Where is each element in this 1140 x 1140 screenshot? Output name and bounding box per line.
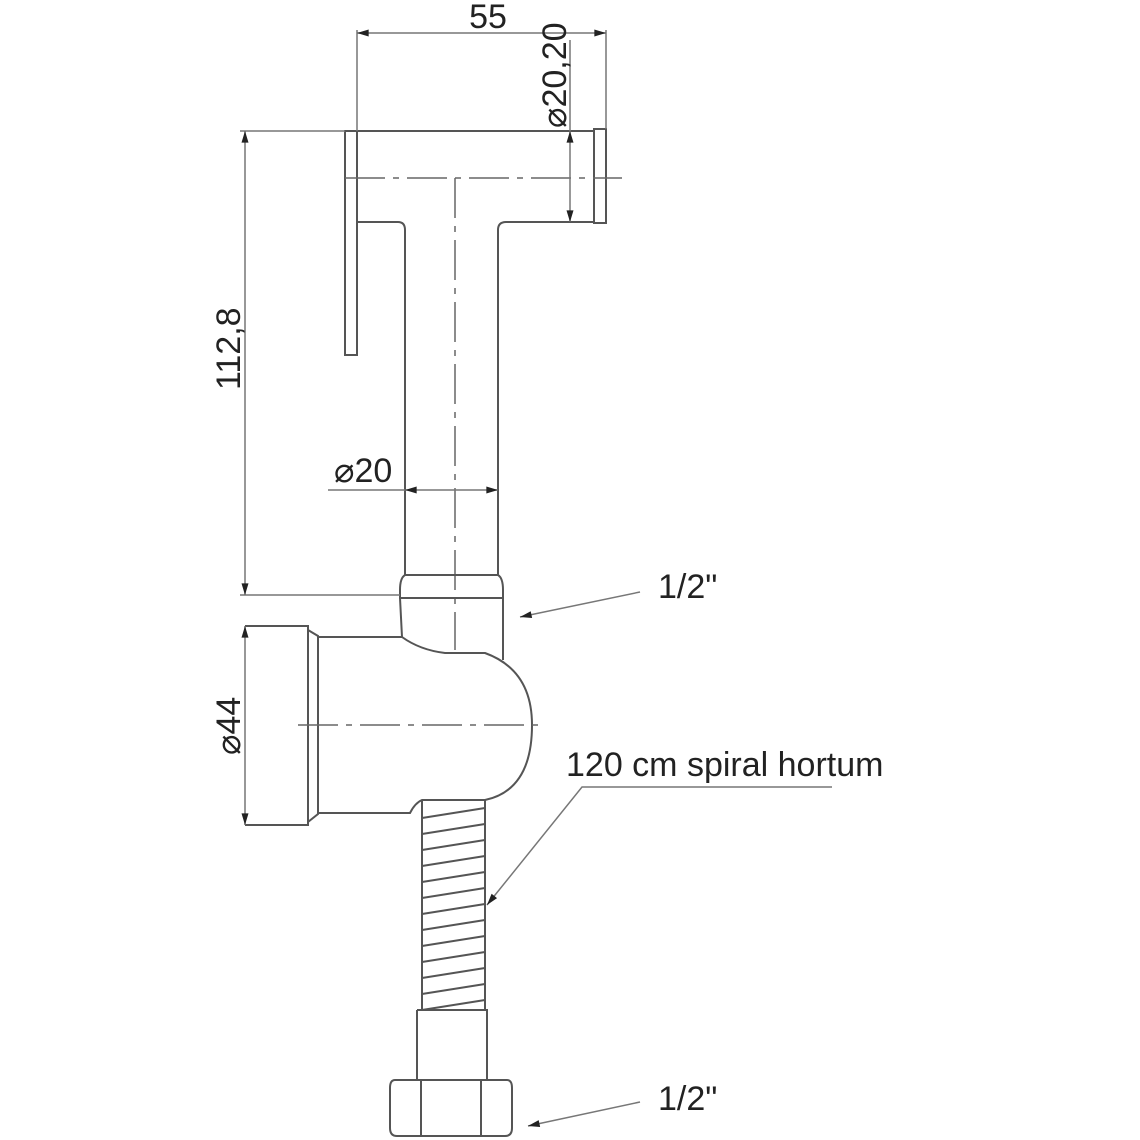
hose-winding	[421, 983, 486, 995]
tube-diameter-label: ⌀20	[334, 452, 392, 490]
hose-winding	[421, 919, 486, 931]
callout-thread-bottom: 1/2"	[527, 1080, 717, 1127]
hose-winding	[421, 887, 486, 899]
hose-winding	[421, 855, 486, 867]
dimension-head-diameter: ⌀20,20	[536, 22, 574, 222]
hose-winding	[421, 839, 486, 851]
hose-winding	[421, 999, 486, 1011]
spiral-hose	[416, 800, 488, 1080]
hex-nut	[389, 1079, 513, 1137]
thread-bottom-label: 1/2"	[658, 1080, 717, 1118]
spray-head	[344, 128, 622, 650]
hose-winding	[421, 903, 486, 915]
height-label: 112,8	[210, 307, 248, 390]
hose-winding	[421, 871, 486, 883]
hose-label: 120 cm spiral hortum	[566, 746, 883, 784]
dimension-55-label: 55	[469, 0, 507, 36]
callout-hose: 120 cm spiral hortum	[486, 746, 883, 906]
dimension-55: 55	[356, 0, 607, 131]
flange-diameter-label: ⌀44	[210, 697, 248, 755]
dimension-height: 112,8	[210, 130, 400, 596]
callout-thread-top: 1/2"	[519, 568, 717, 619]
hose-winding	[421, 967, 486, 979]
dimension-flange-diameter: ⌀44	[210, 626, 249, 825]
dimension-tube-diameter: ⌀20	[328, 452, 499, 494]
hose-winding	[421, 935, 486, 947]
hose-winding	[421, 823, 486, 835]
hose-winding	[421, 807, 486, 819]
hose-winding	[421, 951, 486, 963]
head-diameter-label: ⌀20,20	[536, 22, 574, 128]
thread-top-label: 1/2"	[658, 568, 717, 606]
wall-fitting	[245, 574, 545, 826]
